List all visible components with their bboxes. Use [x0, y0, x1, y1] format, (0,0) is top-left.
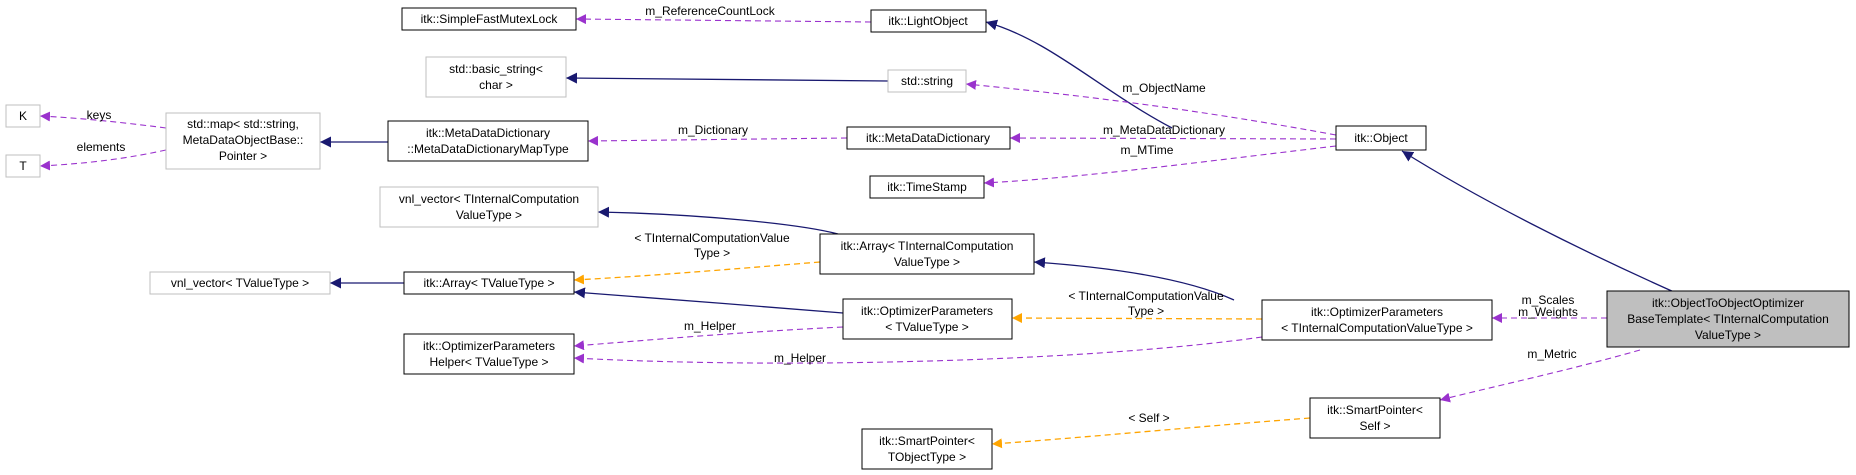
svg-text:char >: char >	[479, 78, 513, 92]
node-metadatadictionary[interactable]: itk::MetaDataDictionary	[846, 126, 1011, 150]
node-metadatadictionarymaptype[interactable]: itk::MetaDataDictionary ::MetaDataDictio…	[387, 120, 589, 162]
edge-labels: m_ReferenceCountLock m_ObjectName keys e…	[77, 4, 1578, 425]
svg-text:ValueType >: ValueType >	[1695, 328, 1761, 342]
node-optimizerparameters-internal[interactable]: itk::OptimizerParameters < TInternalComp…	[1261, 299, 1493, 341]
svg-text:ValueType >: ValueType >	[456, 208, 522, 222]
svg-text:T: T	[19, 159, 27, 173]
edge-object-to-mdd	[1009, 133, 1337, 144]
svg-text:itk::Array< TValueType >: itk::Array< TValueType >	[424, 276, 555, 290]
label-m-referencecountlock: m_ReferenceCountLock	[645, 4, 775, 18]
label-m-metric: m_Metric	[1527, 347, 1576, 361]
edge-arrayinternal-to-vnlinternal	[597, 206, 839, 235]
svg-text:itk::SimpleFastMutexLock: itk::SimpleFastMutexLock	[421, 12, 559, 26]
node-optimizerparametershelper[interactable]: itk::OptimizerParameters Helper< TValueT…	[403, 333, 575, 375]
svg-text:std::map< std::string,: std::map< std::string,	[187, 117, 299, 131]
svg-text:Pointer >: Pointer >	[219, 149, 267, 163]
edge-opttvalue-to-arraytvalue	[573, 287, 844, 314]
label-m-objectname: m_ObjectName	[1122, 81, 1206, 95]
node-smartpointer-self[interactable]: itk::SmartPointer< Self >	[1309, 397, 1441, 439]
svg-text:std::string: std::string	[901, 74, 953, 88]
node-object[interactable]: itk::Object	[1335, 125, 1427, 151]
edge-focus-to-smartptr	[1439, 349, 1641, 403]
label-m-helper-2: m_Helper	[774, 351, 826, 365]
node-optimizerparameters-tvalue[interactable]: itk::OptimizerParameters < TValueType >	[842, 298, 1013, 340]
edge-smartptrself-to-smartptrtobj	[991, 417, 1311, 449]
node-objecttoobjectoptimizerbasetemplate[interactable]: itk::ObjectToObjectOptimizer BaseTemplat…	[1606, 290, 1850, 348]
node-timestamp[interactable]: itk::TimeStamp	[869, 175, 985, 199]
node-array-tvalue[interactable]: itk::Array< TValueType >	[403, 271, 575, 295]
edge-focus-to-object	[1401, 150, 1675, 293]
node-array-internal[interactable]: itk::Array< TInternalComputation ValueTy…	[819, 233, 1035, 275]
edge-mdd-to-mdmaptype	[587, 135, 848, 146]
node-simplefastmutexlock[interactable]: itk::SimpleFastMutexLock	[401, 7, 577, 31]
label-m-scales: m_Scales	[1522, 293, 1575, 307]
svg-text:< TValueType >: < TValueType >	[885, 320, 969, 334]
node-k[interactable]: K	[5, 104, 41, 128]
svg-text:TObjectType >: TObjectType >	[888, 450, 966, 464]
node-t[interactable]: T	[5, 154, 41, 178]
svg-text:BaseTemplate< TInternalComputa: BaseTemplate< TInternalComputation	[1627, 312, 1829, 326]
edge-stdmap-to-K	[39, 111, 167, 129]
label-m-helper-1: m_Helper	[684, 319, 736, 333]
svg-text:itk::Array< TInternalComputati: itk::Array< TInternalComputation	[841, 239, 1014, 253]
node-basic-string[interactable]: std::basic_string< char >	[425, 56, 567, 98]
node-lightobject[interactable]: itk::LightObject	[870, 9, 987, 33]
node-std-map[interactable]: std::map< std::string, MetaDataObjectBas…	[165, 112, 321, 170]
svg-text:K: K	[19, 109, 27, 123]
svg-text:itk::MetaDataDictionary: itk::MetaDataDictionary	[426, 126, 550, 140]
svg-text:itk::OptimizerParameters: itk::OptimizerParameters	[423, 339, 555, 353]
svg-text:ValueType >: ValueType >	[894, 255, 960, 269]
edge-arrayinternal-to-arraytvalue	[573, 261, 821, 285]
label-m-weights: m_Weights	[1518, 305, 1578, 319]
nodes: itk::SimpleFastMutexLock itk::LightObjec…	[5, 7, 1850, 470]
label-keys: keys	[87, 108, 112, 122]
node-smartpointer-tobjecttype[interactable]: itk::SmartPointer< TObjectType >	[861, 428, 993, 470]
label-m-dictionary: m_Dictionary	[678, 123, 748, 137]
svg-text:itk::MetaDataDictionary: itk::MetaDataDictionary	[866, 131, 990, 145]
edge-opttvalue-to-helper	[573, 326, 844, 351]
edge-object-to-timestamp	[983, 145, 1337, 188]
edge-optinternal-to-opttvalue	[1011, 313, 1263, 324]
svg-text:std::basic_string<: std::basic_string<	[449, 62, 543, 76]
edges	[39, 14, 1675, 449]
node-vnl-vector-tvalue[interactable]: vnl_vector< TValueType >	[149, 271, 331, 295]
svg-text:itk::OptimizerParameters: itk::OptimizerParameters	[861, 304, 993, 318]
label-m-metadatadictionary: m_MetaDataDictionary	[1103, 123, 1225, 137]
edge-stdmap-to-T	[39, 149, 167, 171]
label-self: < Self >	[1128, 411, 1169, 425]
edge-lightobject-to-mutex	[575, 14, 872, 25]
label-templ-internal-2b: Type >	[1128, 304, 1164, 318]
label-templ-internal-2: < TInternalComputationValue	[1068, 289, 1224, 303]
label-elements: elements	[77, 140, 126, 154]
svg-text:< TInternalComputationValueTyp: < TInternalComputationValueType >	[1281, 321, 1473, 335]
label-templ-internal-1: < TInternalComputationValue	[634, 231, 790, 245]
label-templ-internal-1b: Type >	[694, 246, 730, 260]
edge-stdstring-to-basicstring	[565, 72, 889, 84]
svg-text:itk::SmartPointer<: itk::SmartPointer<	[879, 434, 975, 448]
svg-text:itk::OptimizerParameters: itk::OptimizerParameters	[1311, 305, 1443, 319]
label-m-mtime: m_MTime	[1121, 143, 1174, 157]
edge-object-to-lightobject	[985, 19, 1173, 129]
svg-text:MetaDataObjectBase::: MetaDataObjectBase::	[183, 133, 304, 147]
edge-object-to-stdstring	[965, 79, 1337, 136]
svg-text:Helper< TValueType >: Helper< TValueType >	[430, 355, 549, 369]
svg-text:vnl_vector< TInternalComputati: vnl_vector< TInternalComputation	[399, 192, 579, 206]
svg-text:itk::Object: itk::Object	[1354, 131, 1408, 145]
svg-text:Self >: Self >	[1359, 419, 1390, 433]
svg-text:itk::LightObject: itk::LightObject	[888, 14, 968, 28]
svg-text:::MetaDataDictionaryMapType: ::MetaDataDictionaryMapType	[407, 142, 569, 156]
node-std-string[interactable]: std::string	[887, 69, 967, 93]
edge-optinternal-to-helper	[573, 336, 1263, 364]
svg-text:itk::TimeStamp: itk::TimeStamp	[887, 180, 967, 194]
edge-optinternal-to-arrayinternal	[1033, 257, 1235, 301]
svg-text:vnl_vector< TValueType >: vnl_vector< TValueType >	[171, 276, 309, 290]
svg-text:itk::ObjectToObjectOptimizer: itk::ObjectToObjectOptimizer	[1652, 296, 1804, 310]
node-vnl-vector-internal[interactable]: vnl_vector< TInternalComputation ValueTy…	[379, 186, 599, 228]
svg-text:itk::SmartPointer<: itk::SmartPointer<	[1327, 403, 1423, 417]
